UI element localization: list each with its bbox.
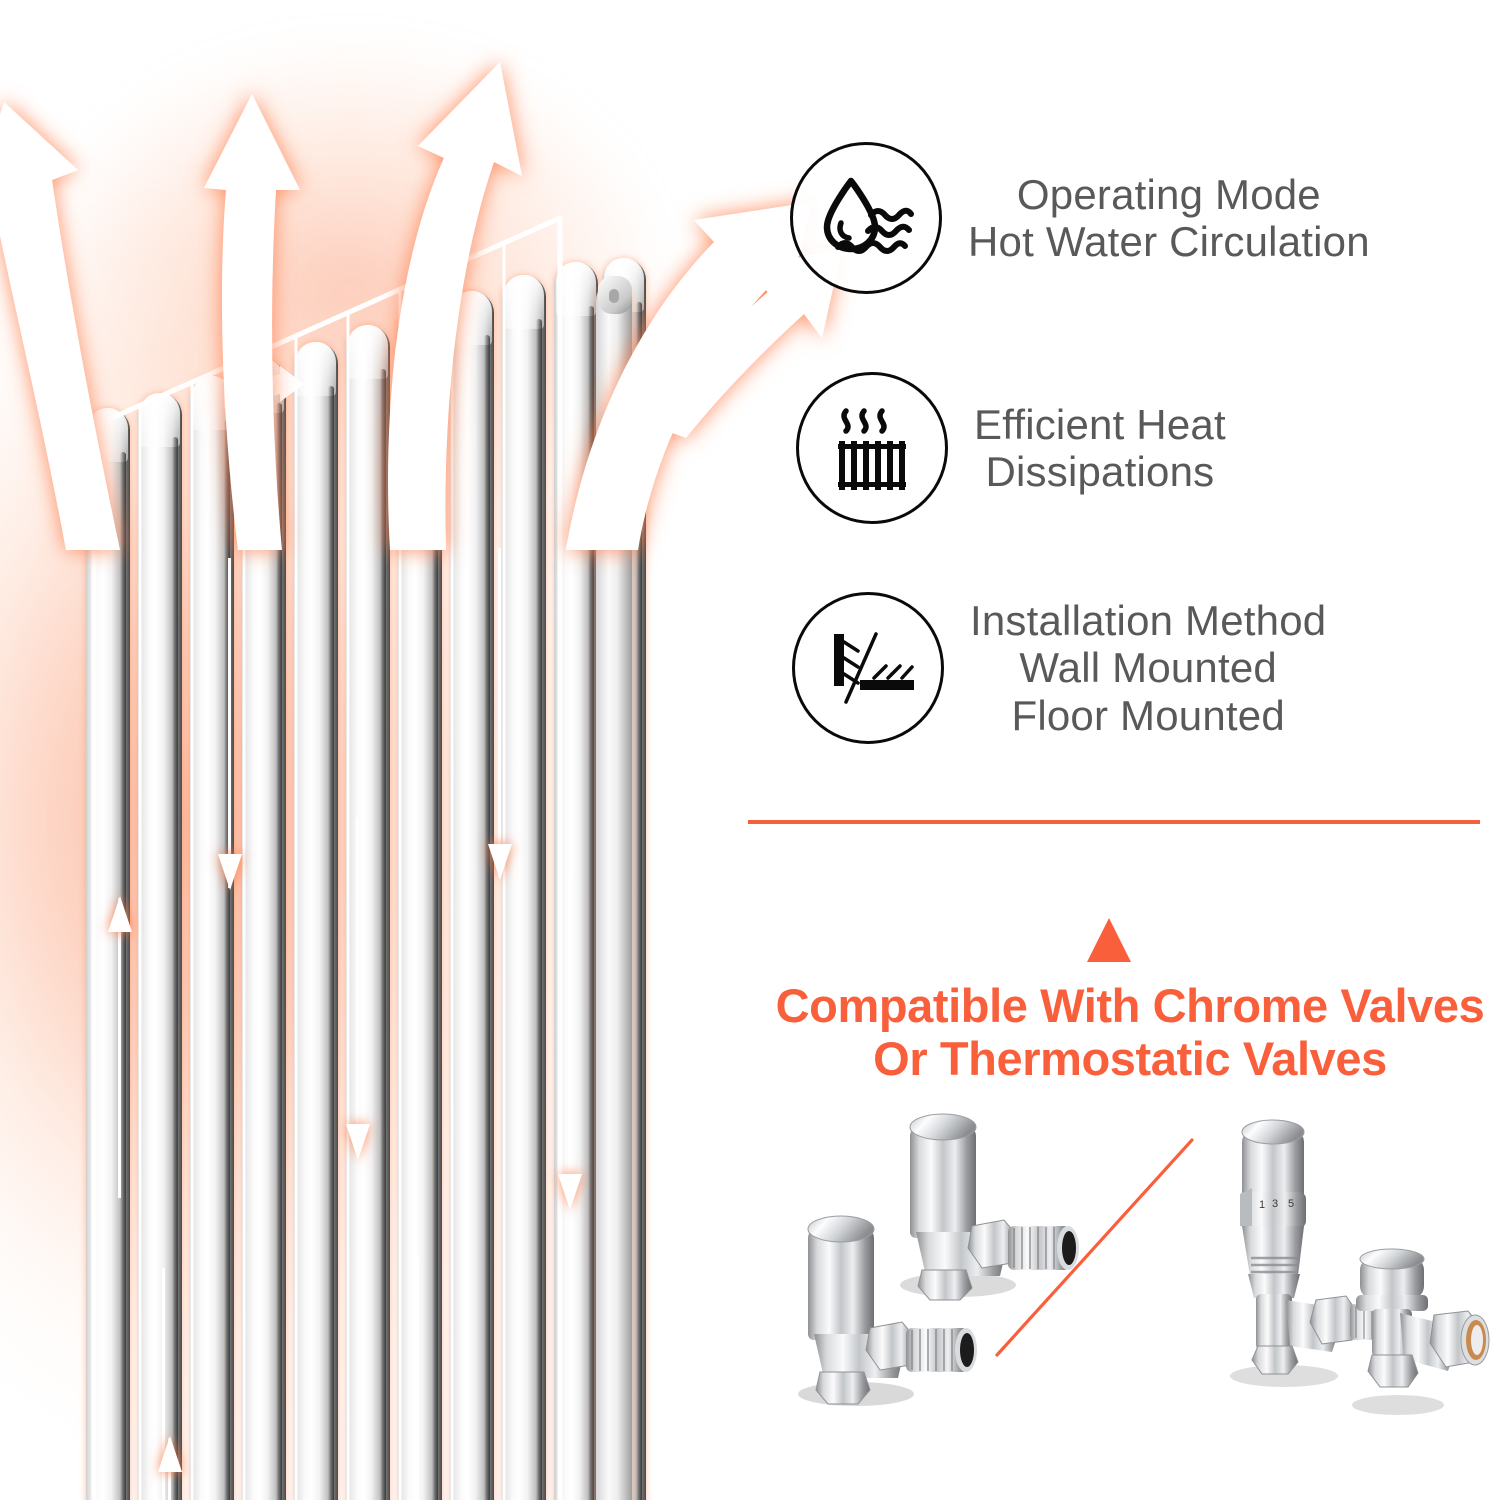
flow-arrow-down — [488, 548, 512, 880]
features-panel: Operating Mode Hot Water Circulation — [748, 0, 1500, 1500]
flow-arrow-down — [346, 818, 370, 1160]
feature-caption-line: Hot Water Circulation — [968, 218, 1370, 265]
flow-arrow-up — [108, 896, 132, 1198]
svg-text:5: 5 — [1288, 1198, 1294, 1210]
wall-floor-mount-icon — [792, 592, 944, 744]
flow-arrow-down — [406, 1258, 430, 1500]
product-image-panel — [0, 0, 760, 1500]
up-triangle-icon — [1087, 918, 1131, 962]
flow-arrow-up — [158, 1436, 182, 1500]
radiator-outline-overlay — [91, 215, 563, 1500]
diagonal-separator-line — [760, 1090, 1500, 1430]
water-flow-arrow-group — [86, 258, 646, 1500]
radiator-column — [502, 275, 546, 1500]
section-divider — [748, 820, 1480, 824]
chrome-lockshield-valve — [1338, 1245, 1500, 1425]
radiator-column — [190, 376, 234, 1500]
radiator-column — [294, 342, 338, 1500]
radiator-column — [138, 393, 182, 1500]
feature-caption-line: Efficient Heat — [974, 400, 1226, 448]
feature-caption-line: Floor Mounted — [1011, 691, 1285, 739]
feature-caption: Operating Mode Hot Water Circulation — [968, 171, 1370, 265]
valve-heading-line: Compatible With Chrome Valves — [775, 979, 1485, 1032]
feature-caption: Efficient Heat Dissipations — [974, 401, 1226, 495]
flow-arrow-down — [152, 1268, 176, 1500]
feature-caption-line: Wall Mounted — [1019, 644, 1277, 692]
svg-text:1: 1 — [1259, 1199, 1265, 1211]
feature-caption-line: Operating Mode — [1016, 170, 1321, 218]
radiator-column — [450, 291, 494, 1500]
radiator-heat-waves-icon — [796, 372, 948, 524]
chrome-angled-valve-back — [880, 1100, 1090, 1310]
feature-caption-line: Dissipations — [985, 448, 1215, 495]
chrome-angled-valve-front — [778, 1202, 988, 1417]
feature-caption: Installation Method Wall Mounted Floor M… — [970, 597, 1326, 738]
rising-heat-arrows — [0, 0, 870, 550]
feature-operating-mode: Operating Mode Hot Water Circulation — [790, 142, 1370, 294]
valve-heading-line: Or Thermostatic Valves — [873, 1031, 1387, 1085]
radiator-air-vent-cap — [598, 276, 632, 314]
feature-heat-dissipation: Efficient Heat Dissipations — [796, 372, 1226, 524]
flow-arrow-down — [218, 558, 242, 890]
feature-installation-method: Installation Method Wall Mounted Floor M… — [792, 592, 1326, 744]
valve-compatibility-heading: Compatible With Chrome Valves Or Thermos… — [760, 979, 1500, 1085]
feature-caption-line: Installation Method — [970, 597, 1327, 645]
flow-arrow-down — [558, 878, 582, 1210]
water-drop-waves-icon — [790, 142, 942, 294]
svg-text:3: 3 — [1272, 1198, 1278, 1210]
valve-images: 1 3 5 — [760, 1090, 1500, 1430]
radiator-column — [346, 325, 390, 1500]
